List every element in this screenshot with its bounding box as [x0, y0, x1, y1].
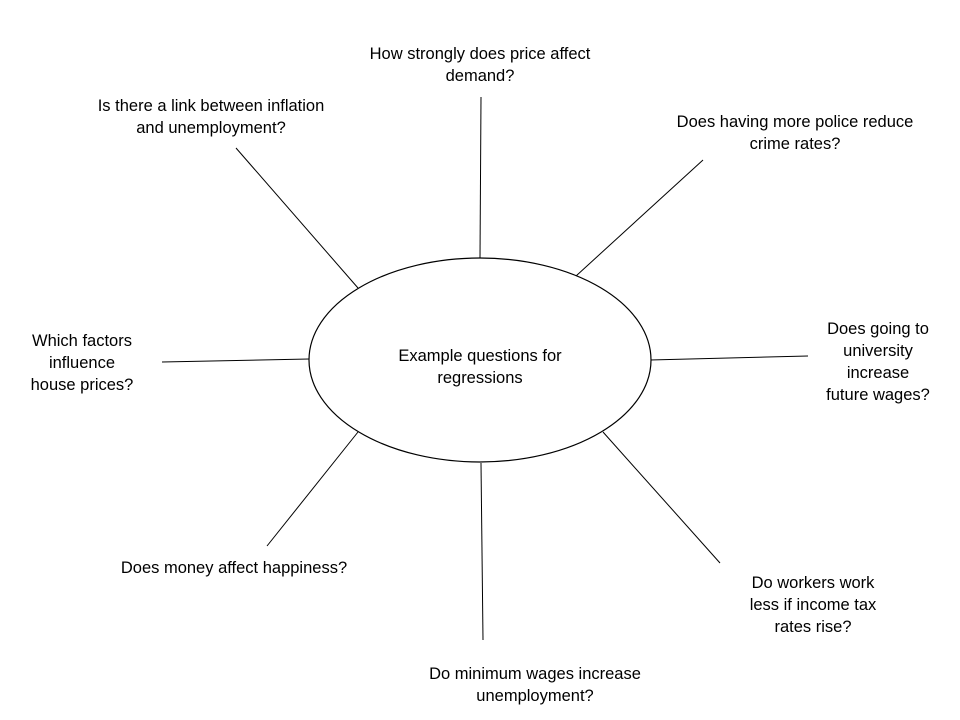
connector-line-money-happiness [266, 431, 359, 547]
connector-line-income-tax [602, 431, 721, 564]
question-police-crime: Does having more police reduce crime rat… [676, 113, 914, 153]
question-inflation-unemployment: Is there a link between inflation and un… [97, 97, 325, 137]
connector-line-price-demand [479, 96, 482, 259]
connector-line-inflation-unemployment [235, 147, 359, 289]
question-university-wages: Does going to university increase future… [826, 320, 930, 404]
connector-line-house-prices [161, 358, 310, 363]
question-house-prices: Which factors influence house prices? [30, 332, 134, 394]
central-ellipse [308, 257, 652, 463]
question-income-tax: Do workers work less if income tax rates… [749, 574, 877, 636]
central-topic-label: Example questions for regressions [398, 347, 562, 387]
connector-line-police-crime [575, 159, 704, 277]
question-price-demand: How strongly does price affect demand? [369, 45, 591, 85]
question-minimum-wages: Do minimum wages increase unemployment? [429, 665, 641, 705]
connector-line-university-wages [649, 355, 809, 361]
question-money-happiness: Does money affect happiness? [120, 559, 348, 577]
connector-line-minimum-wages [480, 462, 484, 641]
